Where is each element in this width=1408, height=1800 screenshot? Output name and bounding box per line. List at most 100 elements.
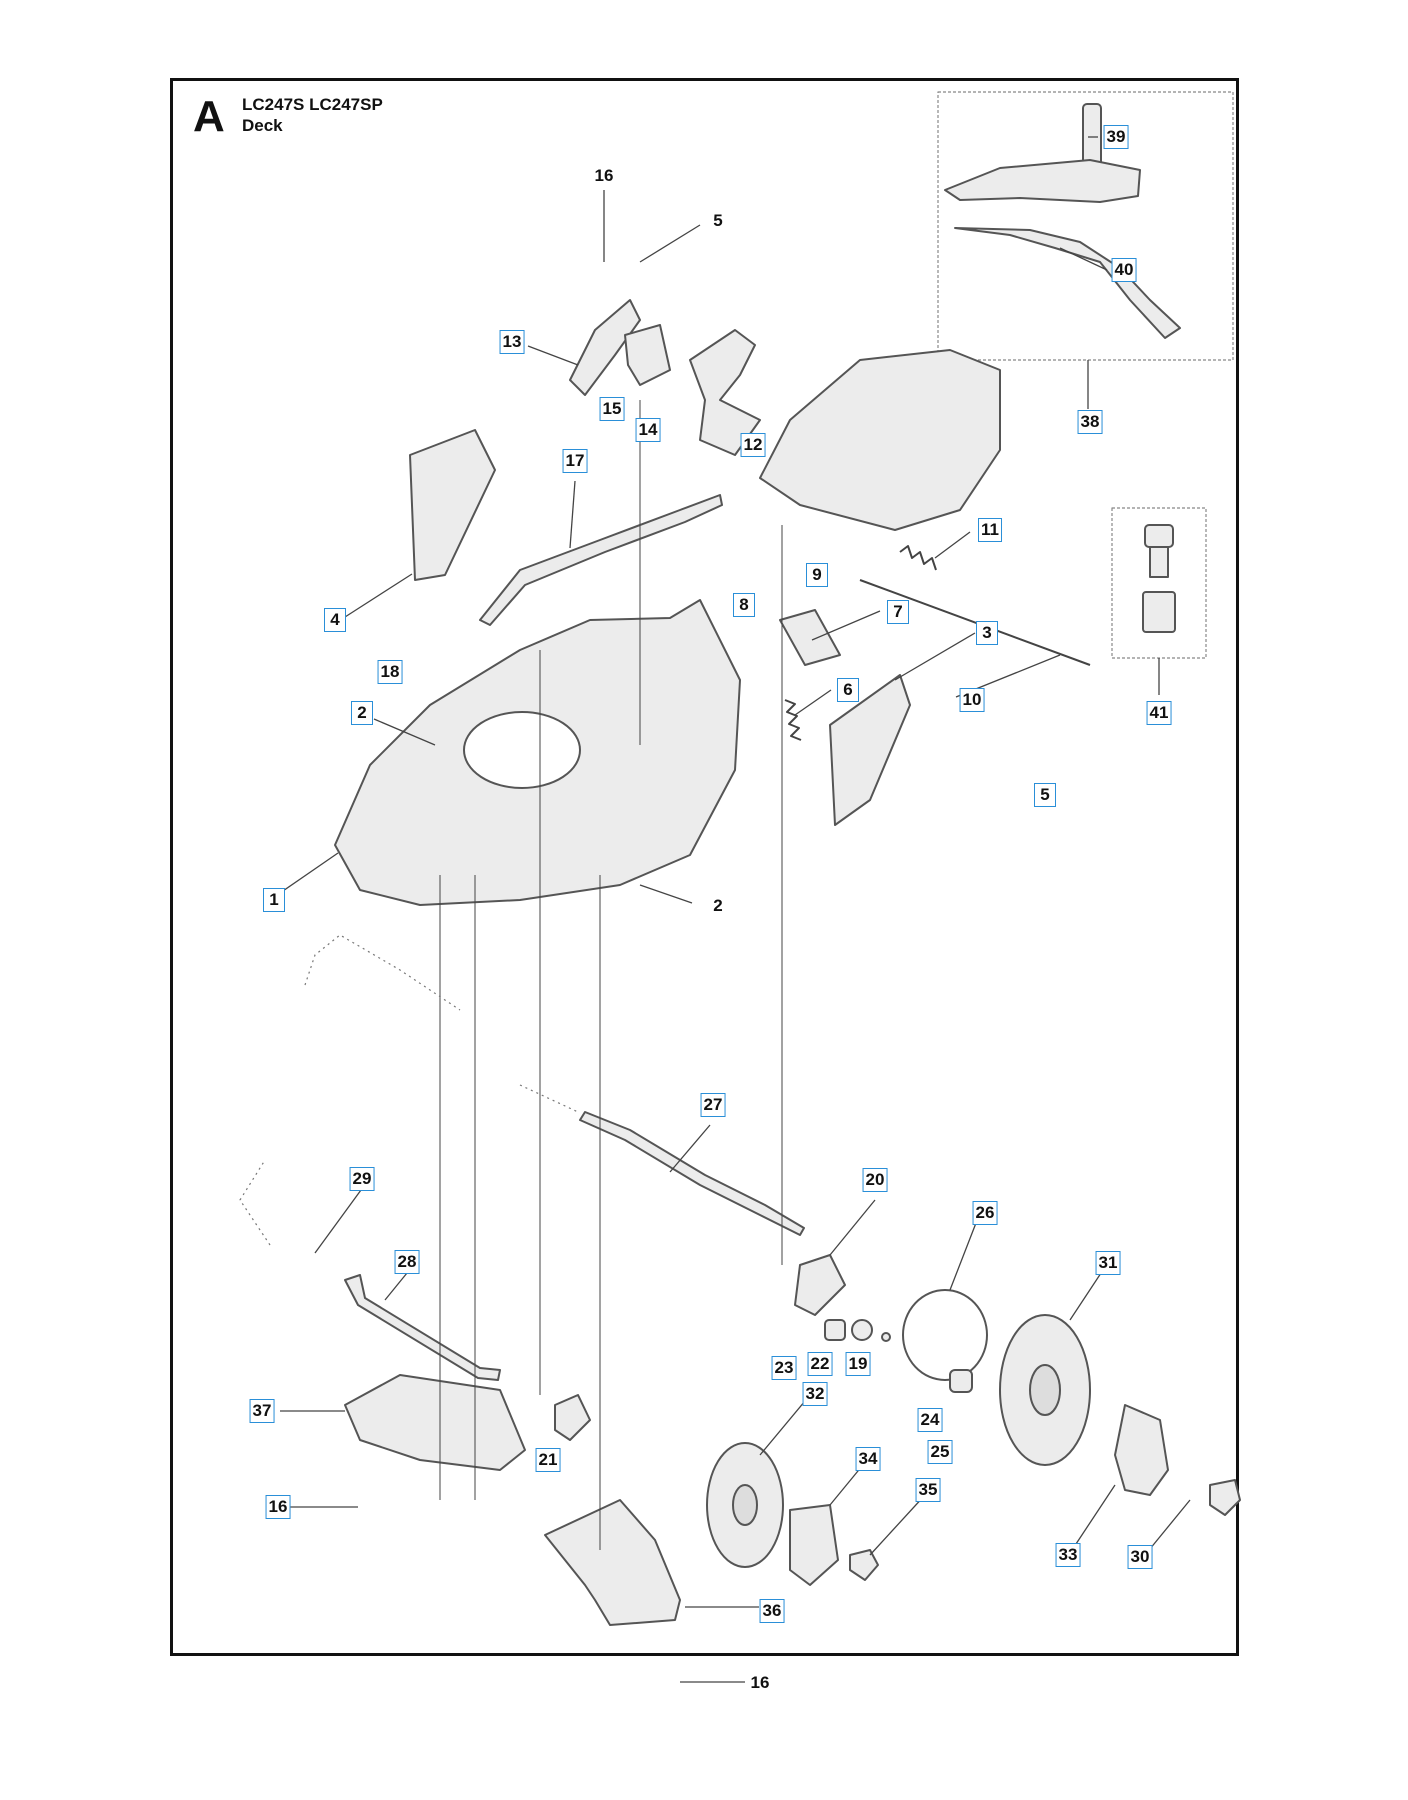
gear-24: [949, 1369, 973, 1393]
callout-30: 30: [1127, 1545, 1153, 1569]
callout-28: 28: [394, 1250, 420, 1274]
spring-11: [899, 545, 937, 571]
callout-9: 9: [806, 563, 828, 587]
wheel-disc-26: [902, 1289, 988, 1381]
callout-16: 16: [750, 1673, 770, 1692]
callout-38: 38: [1077, 410, 1103, 434]
leader-30: [1144, 1499, 1191, 1556]
bolt-head: [1144, 524, 1174, 548]
front-wheel-hub: [732, 1484, 758, 1526]
diagram-frame: [170, 78, 1239, 1656]
callout-37: 37: [249, 1399, 275, 1423]
rear-axle-rod-10: [859, 579, 1091, 666]
mulch-plug-36: [544, 1499, 681, 1626]
handle-clamp-bracket: [569, 299, 641, 396]
callout-16: 16: [594, 166, 614, 185]
leader-2a: [373, 718, 436, 746]
callout-3: 3: [976, 621, 998, 645]
model-title: LC247S LC247SP: [242, 95, 383, 114]
leader-7: [811, 610, 881, 641]
phantom-front-wheel: [239, 1159, 271, 1246]
callout-39: 39: [1103, 125, 1129, 149]
callout-18: 18: [377, 660, 403, 684]
callout-5: 5: [713, 211, 723, 230]
leader-11: [934, 531, 971, 559]
rear-axle-27: [579, 1111, 805, 1236]
leader-26: [949, 1222, 977, 1291]
height-bracket-left: [409, 429, 496, 581]
callout-34: 34: [855, 1447, 881, 1471]
callout-23: 23: [771, 1356, 797, 1380]
washer-19: [881, 1332, 891, 1342]
leader-33: [1071, 1484, 1116, 1551]
wheel-cap-34: [789, 1504, 839, 1586]
height-adjust-lever: [479, 494, 723, 626]
callout-15: 15: [599, 397, 625, 421]
leader-29: [314, 1189, 362, 1254]
wheel-bracket-21: [554, 1394, 591, 1441]
blade-inset-box: [937, 91, 1234, 361]
callout-20: 20: [862, 1168, 888, 1192]
cutting-blade: [954, 227, 1181, 339]
phantom-axle: [519, 1084, 579, 1113]
callout-25: 25: [927, 1440, 953, 1464]
callout-4: 4: [324, 608, 346, 632]
phantom-deck-outline: [304, 934, 461, 1011]
callout-27: 27: [700, 1093, 726, 1117]
callout-14: 14: [635, 418, 661, 442]
bushing-23: [824, 1319, 846, 1341]
callout-33: 33: [1055, 1543, 1081, 1567]
callout-1: 1: [263, 888, 285, 912]
wheel-cap-33: [1114, 1404, 1169, 1496]
front-axle-28: [344, 1274, 501, 1381]
bushing: [1142, 591, 1176, 633]
callout-2: 2: [351, 701, 373, 725]
gear-22: [851, 1319, 873, 1341]
bolt-shank: [1149, 546, 1169, 578]
callout-11: 11: [978, 518, 1002, 542]
rear-wheel-bracket-20: [794, 1254, 846, 1316]
spring-6: [784, 699, 802, 741]
callout-32: 32: [802, 1382, 828, 1406]
leader-31: [1069, 1266, 1106, 1321]
section-letter: A: [193, 92, 225, 141]
callout-24: 24: [917, 1408, 943, 1432]
callout-17: 17: [562, 449, 588, 473]
callout-16: 16: [265, 1495, 291, 1519]
leader-28: [384, 1272, 408, 1301]
callout-8: 8: [733, 593, 755, 617]
callout-12: 12: [740, 433, 766, 457]
callout-5: 5: [1034, 783, 1056, 807]
callout-6: 6: [837, 678, 859, 702]
leader-40: [1059, 247, 1108, 271]
leader-32: [759, 1394, 811, 1456]
callout-19: 19: [845, 1352, 871, 1376]
blade-adapter-plate: [944, 159, 1141, 203]
leader-17: [569, 480, 576, 549]
leader-2b: [639, 884, 693, 904]
callout-13: 13: [499, 330, 525, 354]
callout-36: 36: [759, 1599, 785, 1623]
wheel-cap-30: [1209, 1479, 1241, 1516]
cable-guide-14: [624, 324, 671, 386]
rear-flap-9: [759, 349, 1001, 531]
callout-2: 2: [713, 896, 723, 915]
leader-35: [869, 1494, 926, 1556]
callout-7: 7: [887, 600, 909, 624]
callout-40: 40: [1111, 258, 1137, 282]
leader-6: [794, 689, 832, 716]
rear-wheel-hub: [1029, 1364, 1061, 1416]
leader-20: [829, 1199, 876, 1256]
callout-22: 22: [807, 1352, 833, 1376]
leader-4: [344, 573, 413, 618]
deck-motor-opening: [463, 711, 581, 789]
handle-lever-12: [689, 329, 761, 456]
blade-adapter-hub: [1082, 103, 1102, 167]
leader-3: [894, 632, 976, 681]
leader-1: [279, 852, 339, 894]
callout-29: 29: [349, 1167, 375, 1191]
callout-10: 10: [959, 688, 985, 712]
leader-27: [669, 1124, 711, 1173]
height-bracket-right: [829, 674, 911, 826]
